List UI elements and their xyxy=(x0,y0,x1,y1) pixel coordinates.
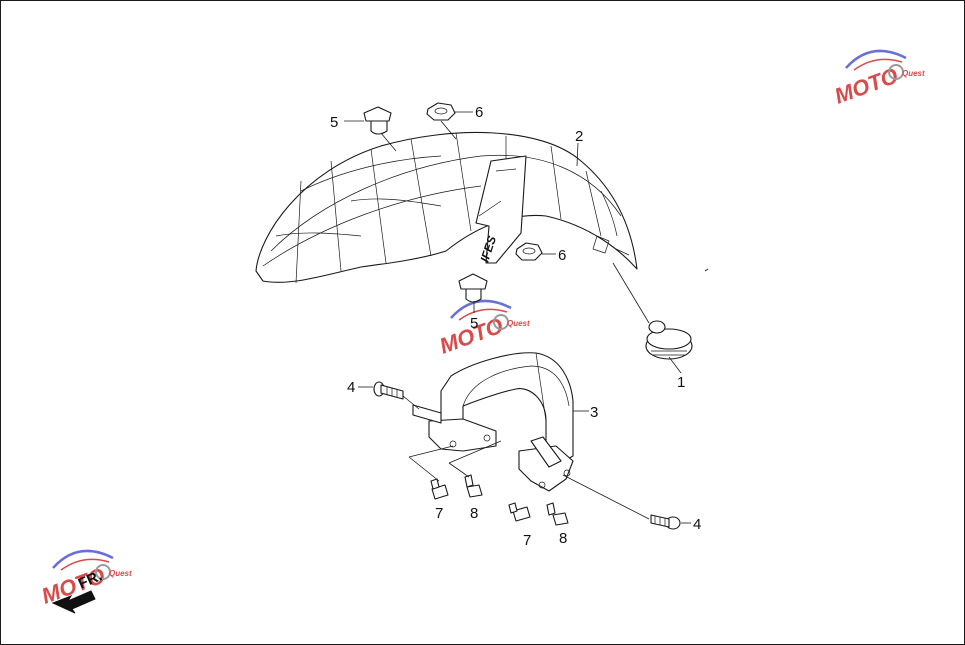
part-1-reflector-grommet xyxy=(645,320,693,360)
callout-8-lower: 8 xyxy=(559,530,567,547)
watermark-logo-top-right: MOTO Quest xyxy=(831,49,925,109)
part-5-bushing-bottom xyxy=(458,273,488,303)
watermark-subtext: Quest xyxy=(507,319,530,328)
part-8-bolt-upper xyxy=(464,474,483,498)
watermark-logo-center: MOTO Quest xyxy=(436,299,530,359)
callout-5-bottom: 5 xyxy=(470,315,478,332)
watermark-text: MOTO xyxy=(831,63,901,109)
part-8-bolt-lower xyxy=(546,502,569,526)
callout-1: 1 xyxy=(677,374,685,391)
front-fender: IFES xyxy=(255,132,638,284)
part-4-bolt-left xyxy=(373,381,404,400)
callout-8-upper: 8 xyxy=(470,505,478,522)
callout-2: 2 xyxy=(575,128,583,145)
callout-4-right: 4 xyxy=(693,516,701,533)
part-6-nut-top xyxy=(426,102,456,121)
callout-4-left: 4 xyxy=(347,379,355,396)
watermark-subtext: Quest xyxy=(902,69,925,78)
callout-5-top: 5 xyxy=(330,114,338,131)
part-3-fender-bracket xyxy=(412,352,574,492)
part-7-bolt-lower xyxy=(508,502,531,522)
arrow-icon xyxy=(51,590,96,614)
part-4-bolt-right xyxy=(650,514,681,530)
leader-lines xyxy=(344,111,691,524)
callout-7-lower: 7 xyxy=(523,532,531,549)
part-5-bushing-top xyxy=(363,106,392,135)
callout-6-right: 6 xyxy=(558,247,566,264)
part-6-nut-right xyxy=(515,242,543,261)
part-7-bolt-upper xyxy=(430,478,449,500)
callout-7-upper: 7 xyxy=(435,505,443,522)
callout-labels: 1 2 3 4 4 5 5 6 6 7 7 8 8 xyxy=(330,104,701,549)
callout-3: 3 xyxy=(590,404,598,421)
callout-6-top: 6 xyxy=(475,104,483,121)
stray-mark xyxy=(704,268,709,272)
watermark-subtext: Quest xyxy=(109,569,132,578)
